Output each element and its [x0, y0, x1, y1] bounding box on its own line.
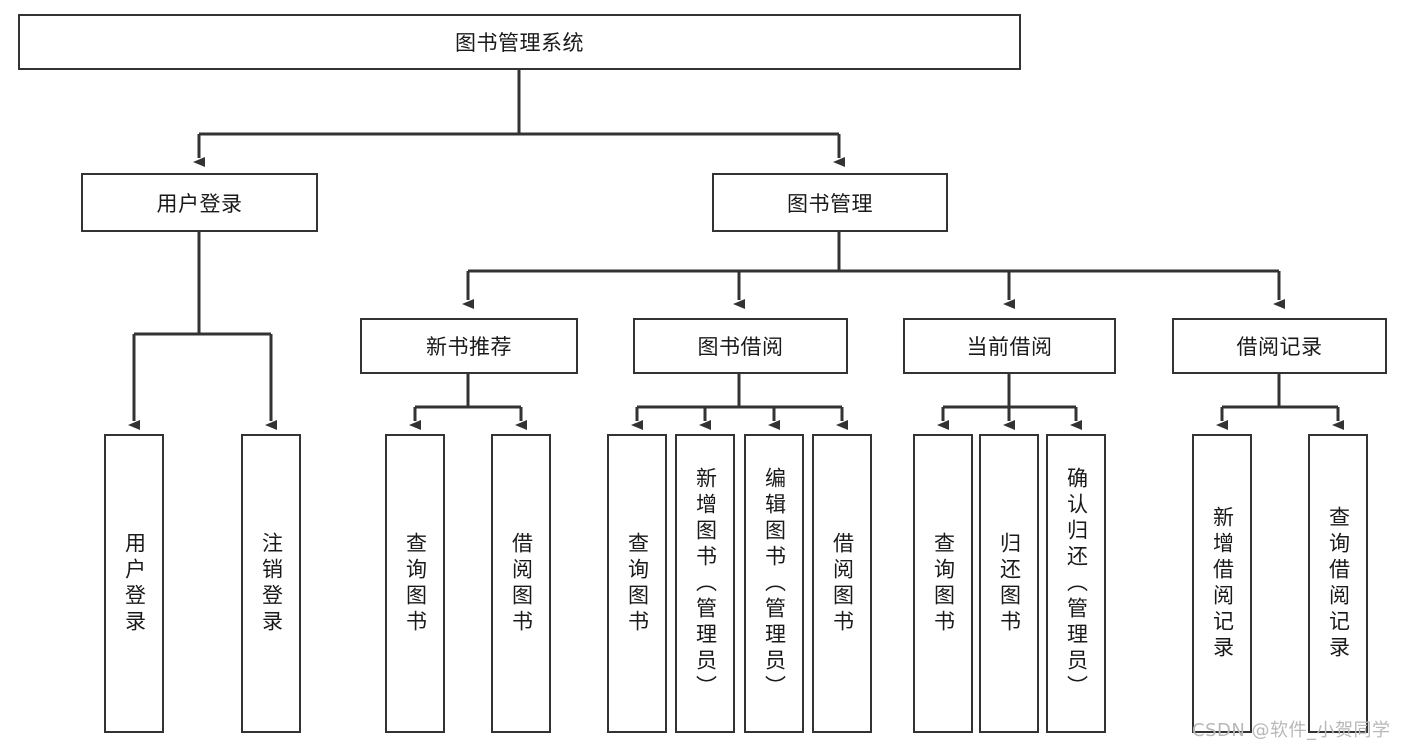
node-book-management[interactable]: 图书管理 [712, 173, 948, 232]
leaf-user-login-signout[interactable]: 注销登录 [241, 434, 301, 733]
node-label: 新书推荐 [426, 335, 512, 359]
node-label: 查询图书 [625, 531, 650, 636]
node-label: 归还图书 [997, 531, 1022, 636]
node-new-book-recommend[interactable]: 新书推荐 [360, 318, 578, 374]
node-label: 查询图书 [931, 531, 956, 636]
node-label: 新增借阅记录 [1210, 505, 1235, 662]
leaf-book-borrow-lend[interactable]: 借阅图书 [812, 434, 872, 733]
node-label: 借阅图书 [509, 531, 534, 636]
node-label: 新增图书（管理员） [693, 466, 718, 701]
leaf-current-borrow-confirm-return[interactable]: 确认归还（管理员） [1046, 434, 1106, 733]
node-label: 查询借阅记录 [1326, 505, 1351, 662]
node-current-borrow[interactable]: 当前借阅 [903, 318, 1116, 374]
leaf-current-borrow-return[interactable]: 归还图书 [979, 434, 1039, 733]
node-label: 借阅记录 [1236, 335, 1323, 359]
node-label: 借阅图书 [830, 531, 855, 636]
node-borrow-record[interactable]: 借阅记录 [1172, 318, 1387, 374]
leaf-book-borrow-query[interactable]: 查询图书 [607, 434, 667, 733]
leaf-book-borrow-add[interactable]: 新增图书（管理员） [675, 434, 735, 733]
node-book-borrow[interactable]: 图书借阅 [633, 318, 848, 374]
node-label: 查询图书 [403, 531, 428, 636]
csdn-watermark: CSDN @软件_小贺同学 [1192, 720, 1391, 741]
node-user-login[interactable]: 用户登录 [81, 173, 318, 232]
leaf-borrow-record-add[interactable]: 新增借阅记录 [1192, 434, 1252, 733]
leaf-new-book-borrow[interactable]: 借阅图书 [491, 434, 551, 733]
node-label: 图书管理 [787, 191, 873, 216]
node-label: 图书管理系统 [455, 31, 584, 55]
leaf-new-book-query[interactable]: 查询图书 [385, 434, 445, 733]
node-label: 注销登录 [259, 531, 284, 636]
node-label: 编辑图书（管理员） [762, 466, 787, 701]
node-label: 用户登录 [122, 531, 147, 636]
leaf-current-borrow-query[interactable]: 查询图书 [913, 434, 973, 733]
node-label: 用户登录 [156, 191, 243, 216]
leaf-borrow-record-query[interactable]: 查询借阅记录 [1308, 434, 1368, 733]
node-label: 图书借阅 [697, 335, 784, 359]
node-label: 确认归还（管理员） [1064, 466, 1089, 701]
node-label: 当前借阅 [966, 335, 1053, 359]
node-root-system[interactable]: 图书管理系统 [18, 14, 1021, 70]
leaf-user-login-signin[interactable]: 用户登录 [104, 434, 164, 733]
leaf-book-borrow-edit[interactable]: 编辑图书（管理员） [744, 434, 804, 733]
